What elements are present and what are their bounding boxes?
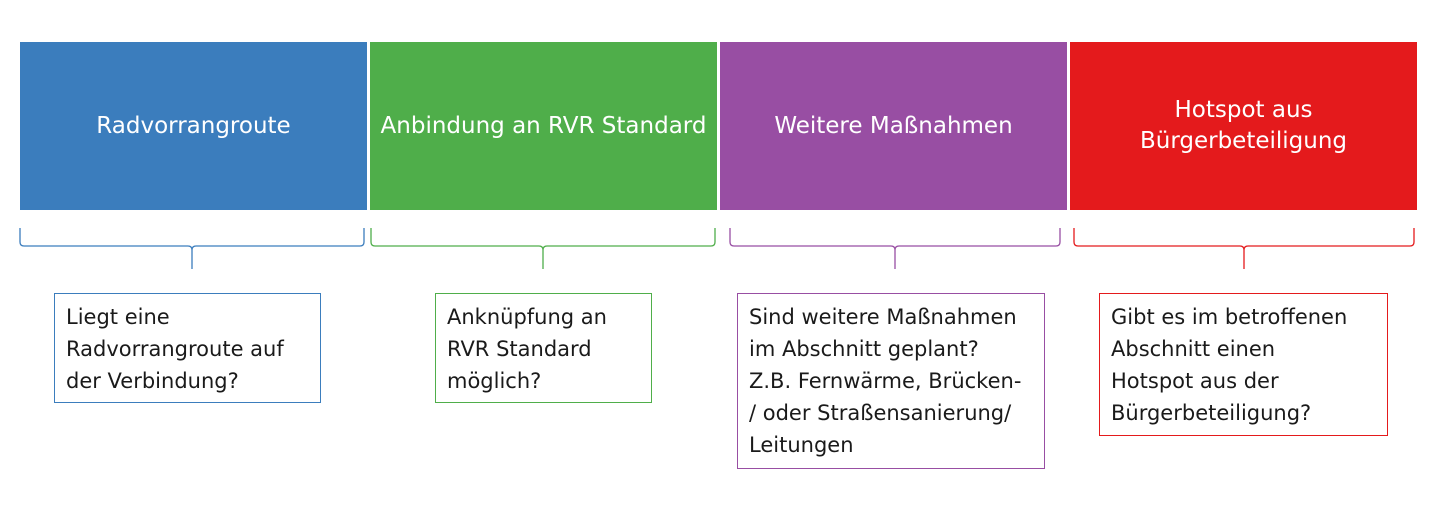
question-text: Sind weitere Maßnahmen im Abschnitt gepl… [749, 305, 1022, 457]
brace-hotspot [1073, 228, 1415, 269]
brace-path [370, 228, 716, 269]
header-label: Weitere Maßnahmen [774, 112, 1013, 139]
question-box-hotspot: Gibt es im betroffenen Abschnitt einen H… [1099, 293, 1388, 436]
header-box-hotspot: Hotspot aus Bürgerbeteiligung [1070, 42, 1417, 210]
header-label: Anbindung an RVR Standard [380, 112, 707, 139]
question-box-radvorrangroute: Liegt eine Radvorrangroute auf der Verbi… [54, 293, 321, 403]
brace-anbindung [370, 228, 716, 269]
question-box-anbindung: Anknüpfung an RVR Standard möglich? [435, 293, 652, 403]
header-box-anbindung: Anbindung an RVR Standard [370, 42, 717, 210]
question-text: Gibt es im betroffenen Abschnitt einen H… [1111, 305, 1348, 425]
brace-radvorrangroute [19, 228, 365, 269]
question-text: Liegt eine Radvorrangroute auf der Verbi… [66, 305, 284, 393]
brace-path [1073, 228, 1415, 269]
brace-path [19, 228, 365, 269]
header-label: Hotspot aus Bürgerbeteiligung [1139, 97, 1348, 154]
brace-weitere-massnahmen [729, 228, 1061, 269]
question-box-weitere-massnahmen: Sind weitere Maßnahmen im Abschnitt gepl… [737, 293, 1045, 469]
header-box-radvorrangroute: Radvorrangroute [20, 42, 367, 210]
header-label: Radvorrangroute [96, 112, 291, 139]
brace-path [729, 228, 1061, 269]
header-box-weitere-massnahmen: Weitere Maßnahmen [720, 42, 1067, 210]
question-text: Anknüpfung an RVR Standard möglich? [447, 305, 607, 393]
